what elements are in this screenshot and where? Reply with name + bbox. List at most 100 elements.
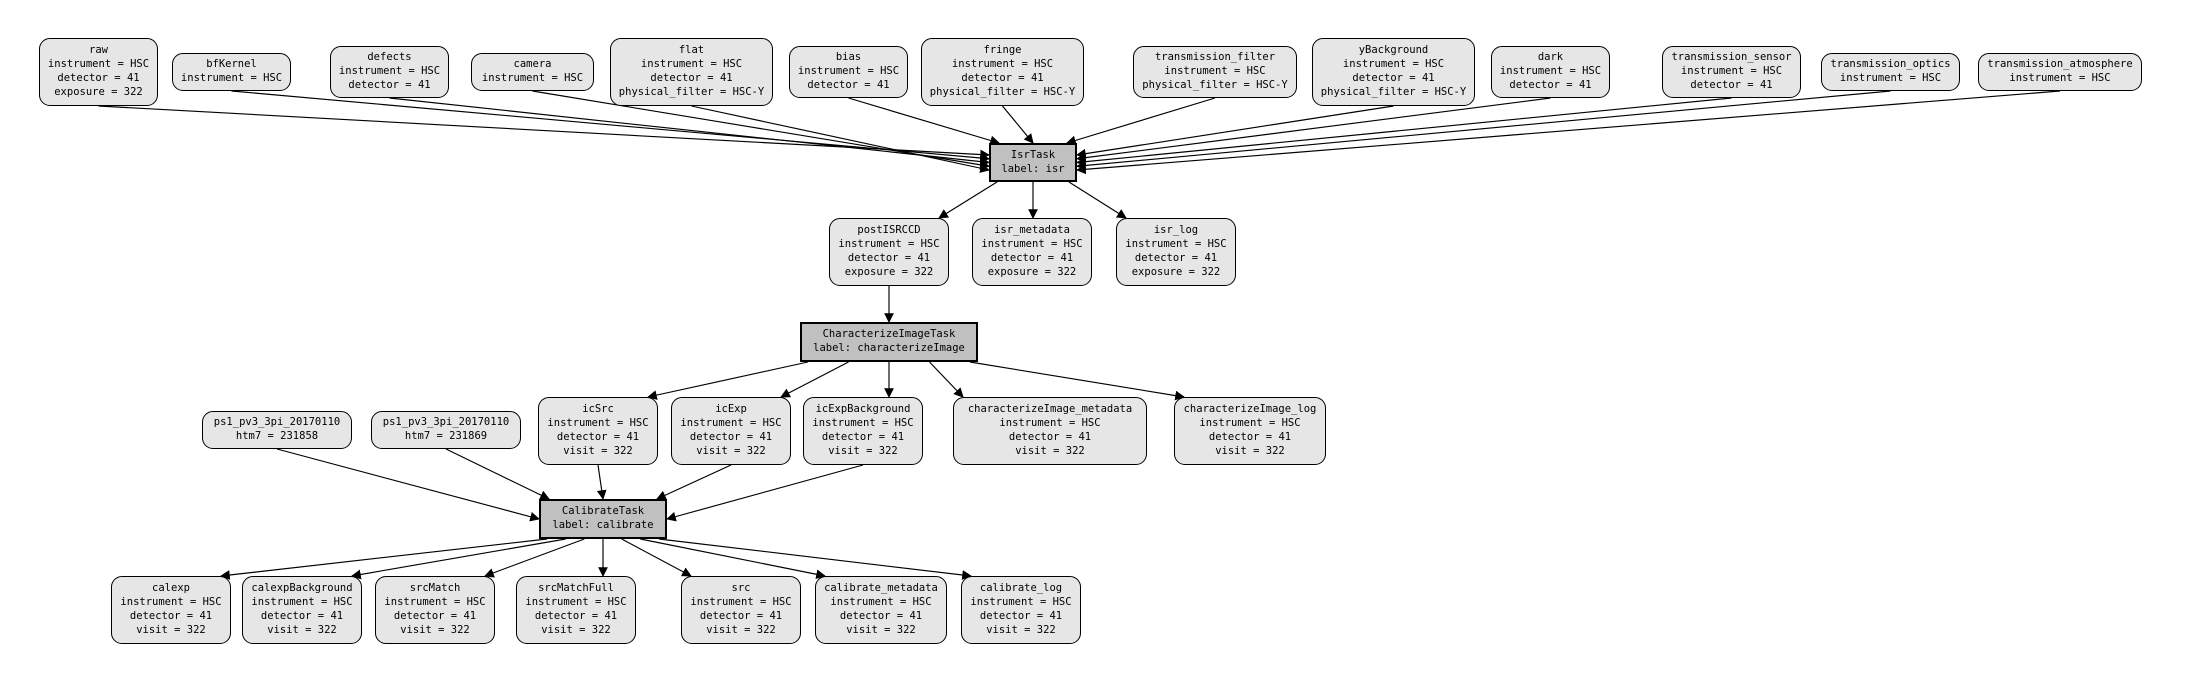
node-label: isr_metadata [994,224,1070,237]
node-label: transmission_sensor [1671,51,1792,64]
node-label: ps1_pv3_3pi_20170110 [213,416,341,429]
node-attr: label: characterizeImage [813,342,965,354]
node-attr: instrument = HSC [1342,58,1445,71]
node-label: postISRCCD [857,224,921,237]
edge-defects-to-IsrTask [389,97,990,167]
node-attr: visit = 322 [136,623,206,636]
node-label: defects [367,51,412,64]
node-attr: detector = 41 [57,72,140,84]
edge-CalibrateTask-to-src [621,538,692,577]
edge-CharacterizeImageTask-to-icSrc [647,361,809,400]
edge-transmission_optics-to-IsrTask [1076,90,1891,171]
edge-CalibrateTask-to-calexpBackground [351,538,566,580]
node-attr: instrument = HSC [999,417,1101,430]
node-attr: instrument = HSC [384,596,486,609]
node-attr: label: calibrate [552,519,654,531]
node-attr: detector = 41 [650,72,733,84]
node-label: CalibrateTask [561,505,645,518]
node-attr: instrument = HSC [180,72,283,84]
node-attr: detector = 41 [556,431,640,443]
edge-yBackground-to-IsrTask [1076,105,1394,159]
node-attr: detector = 41 [1509,78,1592,91]
node-attr: physical_filter = HSC-Y [1142,78,1288,91]
edge-CharacterizeImageTask-to-characterizeImage_metadata [929,361,964,398]
node-attr: detector = 41 [129,610,213,622]
node-attr: instrument = HSC [981,238,1083,251]
node-attr: visit = 322 [267,623,337,636]
node-label: calexpBackground [251,582,353,595]
node-label: raw [89,44,108,57]
edge-bfKernel-to-IsrTask [231,90,990,163]
node-attr: instrument = HSC [120,596,222,609]
node-attr: instrument = HSC [47,58,150,71]
node-attr: detector = 41 [699,610,783,622]
node-label: src [731,582,751,595]
node-attr: instrument = HSC [1164,65,1266,78]
node-attr: instrument = HSC [338,65,441,78]
node-attr: detector = 41 [990,252,1074,264]
node-attr: detector = 41 [393,610,477,622]
edge-IsrTask-to-postISRCCD [938,181,998,219]
node-label: camera [513,58,552,71]
edge-CharacterizeImageTask-to-icExp [780,361,849,398]
node-attr: htm7 = 231858 [235,430,319,442]
edge-CalibrateTask-to-calibrate_metadata [640,538,826,580]
node-attr: exposure = 322 [844,265,934,278]
node-attr: instrument = HSC [680,417,782,430]
node-attr: physical_filter = HSC-Y [1320,85,1467,98]
node-attr: detector = 41 [961,72,1044,84]
node-label: flat [678,44,705,57]
edge-CalibrateTask-to-srcMatch [484,538,585,578]
edge-icExp-to-CalibrateTask [656,464,732,500]
edge-transmission_sensor-to-IsrTask [1076,97,1732,167]
node-attr: instrument = HSC [830,596,932,609]
node-attr: detector = 41 [839,610,923,622]
node-label: bias [835,51,862,64]
node-attr: detector = 41 [979,610,1063,622]
edge-transmission_atmosphere-to-IsrTask [1076,90,2061,175]
node-label: transmission_filter [1154,51,1276,64]
node-label: yBackground [1358,44,1429,57]
node-attr: visit = 322 [541,623,611,636]
node-attr: instrument = HSC [970,596,1072,609]
node-attr: visit = 322 [1015,444,1085,457]
node-attr: detector = 41 [1008,431,1092,443]
node-attr: visit = 322 [1215,444,1285,457]
node-label: transmission_optics [1830,58,1951,71]
node-attr: instrument = HSC [481,72,584,84]
edge-flat-to-IsrTask [691,105,990,173]
edge-ps1_htm7_231869-to-CalibrateTask [445,448,550,500]
node-attr: instrument = HSC [1125,238,1227,251]
node-attr: htm7 = 231869 [404,430,488,442]
node-attr: visit = 322 [696,444,766,457]
node-attr: instrument = HSC [1680,65,1783,78]
edge-ps1_htm7_231858-to-CalibrateTask [276,448,540,522]
node-attr: visit = 322 [706,623,776,636]
node-attr: exposure = 322 [54,85,143,98]
node-attr: visit = 322 [828,444,898,457]
edge-bias-to-IsrTask [848,97,1000,146]
node-attr: instrument = HSC [547,417,649,430]
node-label: fringe [983,44,1022,57]
node-label: transmission_atmosphere [1987,58,2133,71]
node-attr: detector = 41 [1690,78,1773,91]
